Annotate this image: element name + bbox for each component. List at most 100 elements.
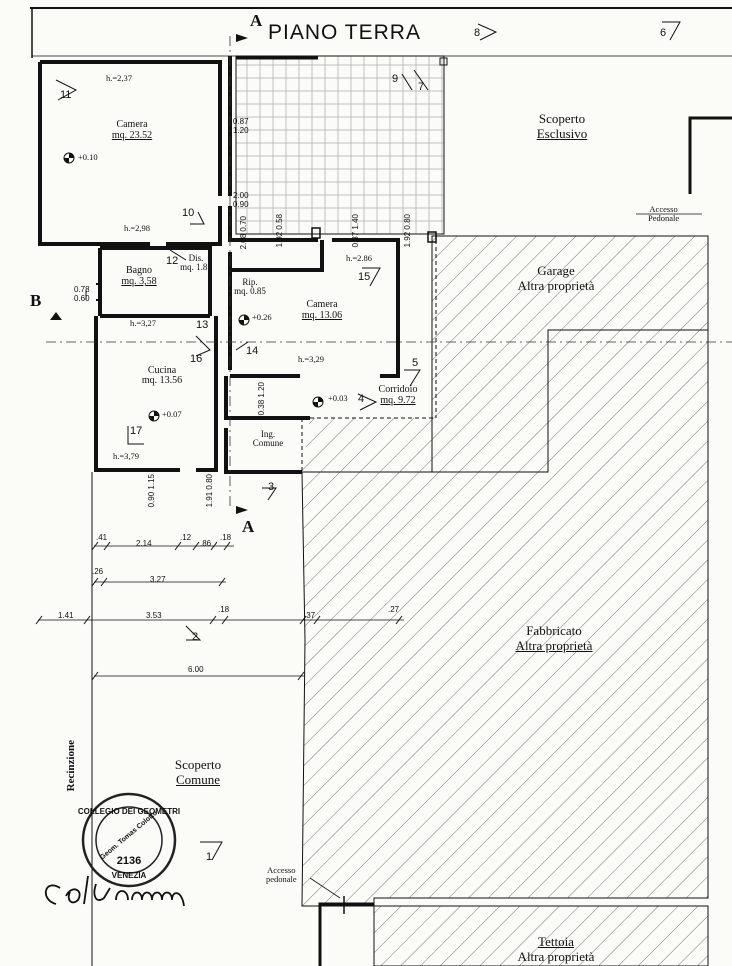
photo-number-16: 16 — [190, 353, 203, 365]
section-a-top-label: A — [250, 11, 263, 30]
tettoia-label: Tettoia Altra proprietà — [517, 934, 595, 965]
ingresso-name: Ing. — [260, 429, 276, 439]
camera1-height: h.=2,37 — [106, 73, 133, 83]
recinzione-label: Recinzione — [65, 740, 77, 792]
photo-number-12: 12 — [166, 255, 179, 267]
opening-dim-10: 1.91 0.80 — [205, 474, 215, 508]
photo-number-5: 5 — [412, 357, 419, 369]
dimension-ticks — [35, 541, 403, 681]
ingresso-label: Ing. Comune — [253, 430, 284, 448]
cucina-height2: h.=3,79 — [113, 451, 140, 461]
cucina-label: Cucina mq. 13.56 — [142, 366, 182, 386]
photo-number-14: 14 — [246, 345, 259, 357]
fabbricato-hatched-area — [301, 329, 709, 907]
ingresso-sub: Comune — [252, 438, 284, 448]
tettoia-l2: Altra proprietà — [517, 948, 595, 964]
bagno-name: Bagno — [125, 265, 153, 276]
camera1-height2: h.=2,98 — [124, 223, 151, 233]
garage-label: Garage Altra proprietà — [518, 263, 595, 294]
opening-dim-2-b: 0.90 — [233, 199, 249, 209]
stamp-bottom-text: VENEZIA — [111, 871, 147, 880]
dimension-lines — [38, 545, 404, 677]
camera1-level: +0.10 — [78, 152, 98, 162]
camera1-label: Camera mq. 23.52 — [112, 120, 152, 141]
tettoia-hatched-area — [373, 905, 709, 966]
photo-number-10: 10 — [182, 207, 195, 219]
photo-number-8: 8 — [474, 27, 481, 39]
dim-row1-3: .86 — [200, 539, 212, 548]
dim-row1-2: .12 — [180, 533, 192, 542]
opening-dim-4: 1.92 0.58 — [275, 214, 285, 247]
dim-row1-0: .41 — [96, 533, 108, 542]
opening-dim-5-a: 0.87 — [351, 231, 360, 248]
rip-name: Rip. — [242, 277, 258, 287]
opening-dim-7-b: 0.60 — [74, 293, 90, 303]
dis-name: Dis. — [188, 253, 204, 263]
camera2-height: h.=2.86 — [346, 253, 373, 263]
fabbricato-l2: Altra proprietà — [515, 637, 593, 653]
photo-number-9: 9 — [392, 73, 399, 85]
section-b-arrow — [50, 312, 62, 320]
section-a-bottom-label: A — [242, 517, 255, 536]
scoperto-esclusivo-l2: Esclusivo — [536, 125, 588, 141]
dim-row2-0: .26 — [92, 567, 104, 576]
dim-row2-1: 3.27 — [150, 575, 166, 584]
opening-dim-6-b: 0.80 — [403, 214, 412, 230]
photo-number-3: 3 — [268, 481, 275, 493]
photo-number-15: 15 — [358, 271, 371, 283]
dim-row3-0: 1.41 — [58, 611, 74, 620]
scoperto-comune-label: Scoperto Comune — [174, 757, 222, 788]
opening-dim-8: 0.38 1.20 — [257, 382, 267, 416]
opening-dim-5-b: 1.40 — [351, 214, 360, 230]
opening-dim-1: 0.87 1.20 — [233, 117, 249, 136]
dis-area: mq. 1.81 — [180, 262, 212, 272]
photo-number-2: 2 — [192, 631, 199, 643]
scoperto-comune-l1: Scoperto — [174, 757, 222, 772]
dim-row3-1: 3.53 — [146, 611, 162, 620]
corridor-hatch — [302, 418, 432, 472]
cucina-name: Cucina — [147, 365, 177, 376]
photo-markers — [55, 21, 681, 861]
photo-number-1: 1 — [206, 851, 213, 863]
tettoia-l1: Tettoia — [538, 934, 574, 949]
opening-dim-8-b: 1.20 — [257, 382, 266, 398]
opening-dim-9: 0.90 1.15 — [147, 474, 157, 508]
accesso-bottom-l2: pedonale — [266, 874, 297, 885]
page-title: PIANO TERRA — [268, 21, 421, 44]
accesso-top-l2: Pedonale — [648, 213, 680, 224]
rip-area: mq. 0.85 — [234, 286, 266, 296]
camera2-level: +0.26 — [252, 312, 272, 322]
opening-dim-1-b: 1.20 — [233, 125, 249, 135]
stamp-seal — [81, 792, 177, 888]
dim-row3-4: .27 — [388, 605, 400, 614]
opening-dim-7-a: 0.78 — [74, 285, 90, 294]
scoperto-esclusivo-label: Scoperto Esclusivo — [536, 111, 588, 142]
cucina-level: +0.07 — [162, 409, 182, 419]
opening-dim-10-b: 0.80 — [205, 474, 214, 490]
opening-dim-7: 0.78 0.60 — [74, 285, 90, 304]
accesso-pedonale-top: Accesso Pedonale — [648, 204, 680, 224]
photo-number-6: 6 — [660, 27, 667, 39]
camera2-height2: h.=3,29 — [298, 354, 325, 364]
opening-dim-10-a: 1.91 — [205, 491, 214, 508]
fence-top-right — [688, 116, 732, 194]
garage-l1: Garage — [537, 263, 575, 278]
fabbricato-l1: Fabbricato — [526, 623, 582, 638]
opening-dim-6-a: 1.92 — [403, 231, 412, 248]
camera2-name: Camera — [306, 299, 338, 310]
opening-dim-8-a: 0.38 — [257, 399, 266, 416]
section-a-top-arrow — [236, 34, 248, 42]
photo-number-17: 17 — [130, 425, 143, 437]
accesso-bottom-l1: Accesso — [267, 865, 296, 875]
camera2-label: Camera mq. 13.06 — [302, 300, 342, 321]
section-a-bottom-arrow — [236, 506, 248, 514]
stamp-top-text: COLLEGIO DEI GEOMETRI — [77, 807, 181, 816]
bagno-area: mq. 3,58 — [121, 276, 157, 287]
rip-label: Rip. mq. 0.85 — [234, 278, 266, 296]
opening-dim-1-a: 0.87 — [233, 117, 249, 126]
opening-dim-5: 0.87 1.40 — [351, 214, 361, 248]
corridoio-name: Corridoio — [378, 384, 418, 395]
dim-row4-0: 6.00 — [188, 665, 204, 674]
opening-dim-9-a: 0.90 — [147, 491, 156, 508]
